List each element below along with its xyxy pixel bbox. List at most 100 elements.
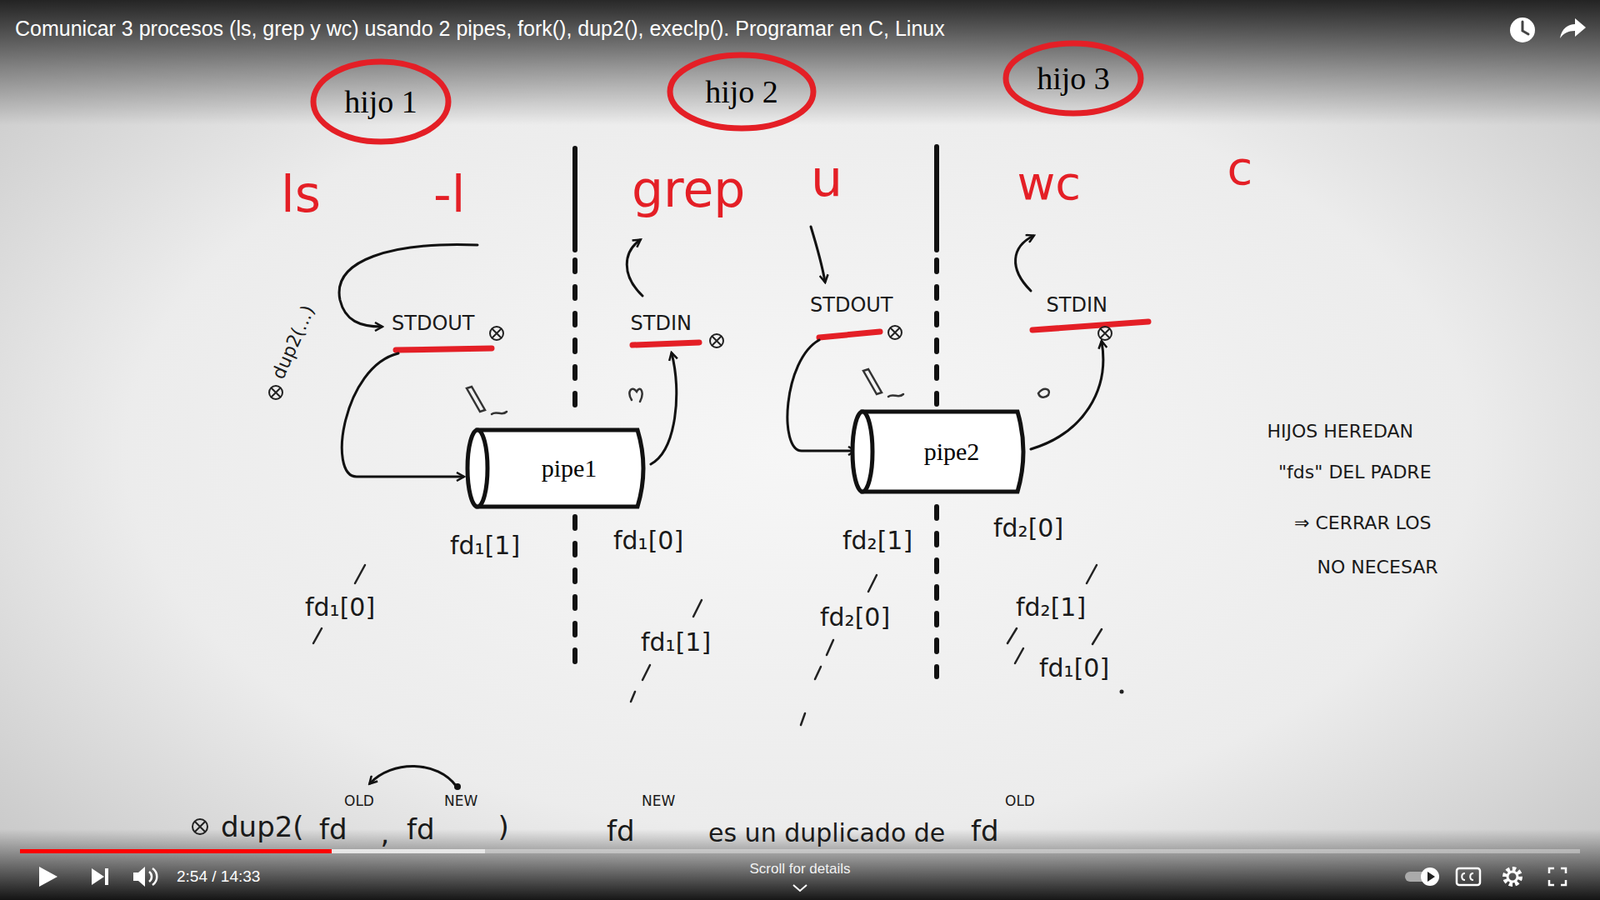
formula-text: fd — [970, 815, 1000, 848]
closed-fd-mark — [888, 325, 902, 340]
strike-mark — [1015, 648, 1024, 664]
pencil-icon — [863, 369, 882, 395]
flow-arrow — [650, 353, 677, 465]
closed-fd: fd₁[0] — [1039, 654, 1110, 684]
formula-text: fd — [406, 813, 435, 846]
closed-fd: fd₂[0] — [820, 603, 890, 633]
separator-line — [572, 516, 578, 667]
top-icons — [1560, 18, 1586, 39]
closed-fd-mark — [890, 327, 900, 338]
formula-text: , — [380, 817, 390, 850]
pipe-body — [477, 430, 644, 507]
strike-mark — [1086, 565, 1097, 584]
command-option: c — [1227, 141, 1254, 195]
fd-name: fd₂[0] — [993, 514, 1064, 544]
command-name: wc — [1017, 156, 1082, 210]
pipe-cylinder: pipe1 — [464, 426, 651, 510]
closed-fd: fd₁[0] — [305, 593, 375, 623]
strike-mark — [1092, 629, 1102, 645]
node-text-group: hijo 2 — [705, 73, 779, 110]
player-controls — [1420, 867, 1440, 886]
closed-fd-mark — [711, 335, 722, 346]
red-underline — [819, 331, 880, 338]
flow-arrow — [1030, 341, 1104, 450]
dup2-note: dup2(...) — [267, 301, 319, 382]
process-ellipse: hijo 3 — [1002, 40, 1145, 117]
note-line: NO NECESAR — [1317, 556, 1439, 578]
command-name: grep — [631, 160, 745, 219]
flow-arrow — [339, 226, 1104, 787]
player-time: 2:54 / 14:33 — [176, 867, 260, 886]
top-shade — [0, 0, 1600, 125]
progress-bar — [20, 849, 332, 854]
closed-fd-mark — [490, 326, 504, 340]
closed-fd-mark — [269, 385, 283, 400]
player-controls — [91, 868, 105, 885]
note-line: "fds" DEL PADRE — [1278, 461, 1432, 483]
player-controls — [793, 885, 807, 891]
strike-mark — [693, 600, 702, 617]
formula-text: ) — [498, 810, 510, 844]
flow-arrow — [341, 353, 464, 477]
player-controls — [1507, 871, 1518, 882]
note-line: ⇒ CERRAR LOS — [1294, 512, 1431, 534]
strike-mark — [642, 665, 650, 680]
node-text-group: hijo 3 — [1036, 60, 1110, 97]
separator-line — [934, 146, 940, 250]
command-option: u — [810, 150, 843, 208]
superscript: OLD — [1005, 793, 1035, 810]
red-circle — [670, 55, 814, 129]
closed-fd-mark — [1098, 326, 1112, 340]
closed-fd: fd₁[1] — [640, 628, 711, 658]
fd-name: fd₁[0] — [613, 526, 684, 556]
formula-text: es un duplicado de — [708, 819, 945, 849]
closed-fd-mark — [1100, 328, 1110, 339]
player-controls — [39, 866, 58, 887]
pipe-name: pipe2 — [924, 437, 980, 466]
process-name: hijo 3 — [1036, 60, 1110, 97]
node-text-group: pipe1 — [541, 454, 598, 483]
top-icons — [1522, 21, 1529, 35]
flow-arrow — [810, 226, 825, 282]
pipe-body — [862, 411, 1024, 492]
process-ellipse: hijo 2 — [666, 51, 817, 132]
player-controls — [1427, 871, 1435, 882]
flow-arrow — [787, 340, 855, 451]
fd-name: fd₂[1] — [842, 526, 913, 556]
player-hint: Scroll for details — [750, 860, 851, 878]
formula-text: dup2( — [220, 810, 305, 844]
flow-arrow — [370, 765, 457, 787]
stream-name: STDIN — [1046, 294, 1108, 318]
pipe-cylinder: pipe2 — [849, 408, 1031, 495]
process-ellipse: hijo 1 — [310, 58, 452, 145]
pipe-name: pipe1 — [541, 454, 598, 483]
closed-fd-mark — [491, 328, 502, 339]
strike-mark — [630, 691, 635, 702]
video-title: Comunicar 3 procesos (ls, grep y wc) usa… — [15, 16, 945, 41]
red-underline — [395, 321, 1149, 350]
pencil-icon — [466, 369, 1050, 415]
progress-bar — [20, 849, 1580, 854]
player-controls — [1505, 869, 1520, 885]
closed-fd-mark — [710, 334, 724, 348]
command-option: -l — [433, 165, 465, 224]
arc-dot — [454, 783, 461, 790]
strike-mark — [868, 575, 877, 592]
fd-name: fd₁[1] — [450, 531, 520, 561]
separator-line — [572, 148, 578, 250]
strike-mark — [1007, 628, 1017, 644]
superscript: OLD — [344, 793, 375, 810]
formula-text: fd — [606, 815, 635, 848]
pencil-icon — [466, 386, 485, 412]
player-controls — [1549, 868, 1566, 885]
flow-arrow — [1015, 235, 1034, 291]
note-line: HIJOS HEREDAN — [1267, 420, 1414, 442]
top-icons — [1510, 17, 1586, 43]
strike-mark — [800, 713, 805, 725]
closed-fd: fd₂[1] — [1015, 593, 1086, 623]
process-name: hijo 2 — [705, 73, 779, 110]
pencil-icon — [888, 394, 904, 397]
